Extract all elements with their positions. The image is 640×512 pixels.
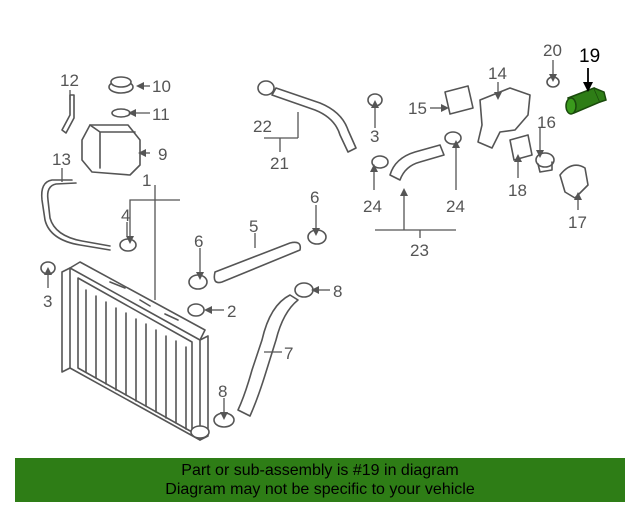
parts-diagram: 1 2 3 3 4 5 6 6 7 8 8 9 10 11 12 13 14 1…: [40, 41, 607, 441]
callout-18: 18: [508, 181, 527, 200]
part-info-banner: Part or sub-assembly is #19 in diagram D…: [15, 458, 625, 502]
callout-24: 24: [363, 197, 382, 216]
callout-14: 14: [488, 64, 507, 83]
banner-line-1: Part or sub-assembly is #19 in diagram: [181, 462, 459, 479]
callout-6: 6: [310, 188, 319, 207]
callout-6: 6: [194, 232, 203, 251]
callout-24: 24: [446, 197, 465, 216]
callout-23: 23: [410, 241, 429, 260]
lower-hose: [237, 294, 299, 417]
callout-20: 20: [543, 41, 562, 60]
callout-21: 21: [270, 154, 289, 173]
callout-11: 11: [152, 105, 170, 124]
callout-22: 22: [253, 117, 272, 136]
callout-16: 16: [537, 113, 556, 132]
reservoir-bracket: [61, 94, 75, 134]
callout-10: 10: [152, 77, 171, 96]
bypass-pipe: [271, 87, 357, 153]
callout-17: 17: [568, 213, 587, 232]
pipe-o-ring: [257, 80, 275, 96]
callout-3: 3: [43, 292, 52, 311]
banner-line-2: Diagram may not be specific to your vehi…: [165, 481, 475, 498]
callout-8: 8: [218, 382, 227, 401]
callout-labels: 1 2 3 3 4 5 6 6 7 8 8 9 10 11 12 13 14 1…: [43, 41, 600, 401]
callout-9: 9: [158, 145, 167, 164]
coolant-housing: [477, 87, 531, 149]
cap-seal: [111, 108, 131, 118]
callout-2: 2: [227, 302, 236, 321]
reservoir-cap: [108, 76, 134, 94]
callout-12: 12: [60, 71, 79, 90]
leader-arrowheads: [44, 74, 582, 420]
callout-19: 19: [579, 46, 600, 67]
callout-1: 1: [142, 171, 151, 190]
callout-8: 8: [333, 282, 342, 301]
callout-7: 7: [284, 344, 293, 363]
part-19-fitting: [565, 87, 607, 115]
callout-13: 13: [52, 150, 71, 169]
radiator: [61, 261, 210, 441]
gasket-18: [509, 134, 533, 161]
thermostat-cover: [559, 164, 589, 199]
callout-3: 3: [370, 127, 379, 146]
thermostat: [535, 152, 555, 173]
heater-hose: [389, 144, 445, 181]
coolant-reservoir: [81, 124, 141, 176]
gasket-15: [444, 85, 474, 115]
overflow-hose: [40, 179, 111, 251]
callout-4: 4: [121, 206, 130, 225]
callout-15: 15: [408, 99, 427, 118]
lower-hose-upper: [213, 241, 302, 284]
callout-5: 5: [249, 217, 258, 236]
